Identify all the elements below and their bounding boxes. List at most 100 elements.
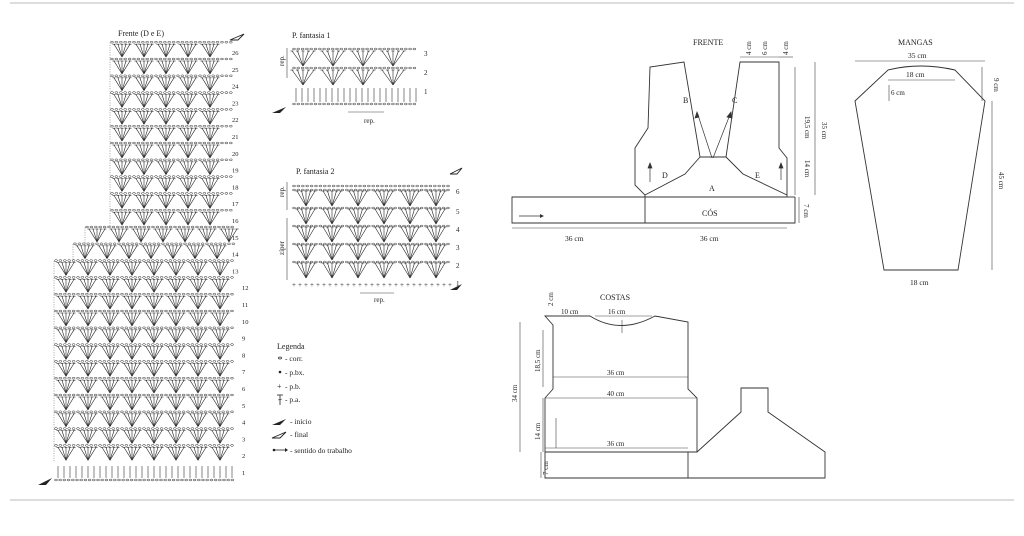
svg-text:+: + [316, 281, 320, 289]
end-marker-icon [229, 33, 245, 41]
fantasia1-rep-side-label: rep. [278, 55, 286, 66]
svg-text:+: + [298, 281, 302, 289]
svg-text:+: + [358, 281, 362, 289]
main-row-number: 6 [242, 386, 246, 393]
frente-letter-d: D [662, 171, 668, 180]
svg-text:14 cm: 14 cm [534, 422, 542, 440]
svg-text:36 cm: 36 cm [607, 440, 625, 448]
svg-text:+: + [310, 281, 314, 289]
svg-text:+: + [388, 281, 392, 289]
costas-title: COSTAS [600, 293, 630, 302]
main-row-number: 7 [242, 369, 246, 376]
fantasia1-title: P. fantasia 1 [292, 31, 330, 40]
svg-text:45 cm: 45 cm [997, 172, 1005, 190]
svg-text:+: + [292, 281, 296, 289]
svg-text:+: + [418, 281, 422, 289]
svg-text:4 cm: 4 cm [782, 41, 790, 55]
main-row-number: 4 [242, 420, 246, 427]
frente-letter-e: E [755, 171, 760, 180]
svg-text:36 cm: 36 cm [700, 234, 719, 243]
main-row-number: 15 [232, 235, 239, 242]
legend-start-icon [272, 419, 286, 425]
fantasia1-rep-bottom-label: rep. [364, 117, 375, 125]
main-row-number: 8 [242, 352, 245, 359]
frente-de-title: Frente (D e E) [118, 29, 164, 38]
svg-text:+: + [430, 281, 434, 289]
svg-text:+: + [412, 281, 416, 289]
main-row-number: 13 [232, 268, 239, 275]
costas-schematic: COSTAS 10 cm 16 cm 2 cm 36 cm 40 cm 36 c… [511, 292, 826, 479]
svg-text:3: 3 [424, 50, 428, 58]
main-row-number: 1 [242, 470, 245, 477]
svg-text:+: + [328, 281, 332, 289]
svg-text:36 cm: 36 cm [607, 369, 625, 377]
svg-text:- p.b.: - p.b. [285, 382, 301, 391]
legend-title: Legenda [277, 342, 305, 351]
svg-text:7 cm: 7 cm [802, 204, 810, 218]
svg-text:+: + [406, 281, 410, 289]
main-row-number: 24 [232, 84, 239, 91]
svg-text:- corr.: - corr. [285, 354, 303, 363]
main-row-number: 17 [232, 201, 239, 208]
mangas-schematic: MANGAS 35 cm 18 cm 9 cm 6 cm 45 cm 18 cm [854, 38, 1005, 287]
svg-text:+: + [442, 281, 446, 289]
svg-text:+: + [400, 281, 404, 289]
frente-letter-b: B [683, 96, 688, 105]
fantasia2-end-icon [449, 167, 463, 175]
svg-text:+: + [346, 281, 350, 289]
legend-end-icon [271, 431, 287, 439]
svg-text:2: 2 [456, 262, 460, 270]
svg-text:3: 3 [456, 244, 460, 252]
svg-text:18,5 cm: 18,5 cm [534, 349, 542, 372]
svg-text:+: + [382, 281, 386, 289]
fantasia1-start-icon [272, 107, 286, 113]
svg-text:+: + [394, 281, 398, 289]
svg-text:40 cm: 40 cm [607, 390, 625, 398]
main-row-number: 20 [232, 151, 239, 158]
svg-text:+: + [448, 281, 452, 289]
svg-text:+: + [322, 281, 326, 289]
svg-text:- p.bx.: - p.bx. [285, 368, 304, 377]
main-row-number: 9 [242, 336, 245, 343]
svg-text:+: + [334, 281, 338, 289]
main-row-number: 3 [242, 436, 245, 443]
frente-title: FRENTE [693, 38, 723, 47]
svg-text:+: + [364, 281, 368, 289]
mangas-title: MANGAS [898, 38, 933, 47]
svg-text:1: 1 [456, 280, 460, 288]
main-row-number: 22 [232, 117, 239, 124]
svg-text:18 cm: 18 cm [910, 278, 929, 287]
legend-sc-icon: + [277, 382, 282, 391]
legend-direction-icon [272, 448, 288, 452]
svg-text:16 cm: 16 cm [608, 308, 626, 316]
svg-text:- final: - final [290, 430, 308, 439]
svg-text:+: + [352, 281, 356, 289]
main-row-number: 23 [232, 100, 239, 107]
svg-text:14 cm: 14 cm [803, 160, 811, 178]
svg-text:5: 5 [456, 208, 460, 216]
main-row-number: 18 [232, 184, 239, 191]
svg-text:4: 4 [456, 226, 460, 234]
svg-text:19,5 cm: 19,5 cm [803, 116, 811, 139]
svg-text:+: + [370, 281, 374, 289]
svg-text:+: + [304, 281, 308, 289]
svg-text:+: + [340, 281, 344, 289]
svg-text:36 cm: 36 cm [565, 234, 584, 243]
fantasia2-start-icon [450, 284, 462, 290]
svg-text:- início: - início [290, 417, 312, 426]
legend-dc-icon [277, 394, 283, 405]
legend-slip-icon [278, 370, 282, 374]
svg-text:10 cm: 10 cm [561, 308, 579, 316]
fantasia2-chart: +++++++++++++++++++++++++++ [292, 184, 452, 289]
frente-letter-a: A [709, 184, 715, 193]
main-row-number: 11 [242, 302, 248, 309]
svg-text:6 cm: 6 cm [761, 41, 769, 55]
fantasia2-title: P. fantasia 2 [296, 167, 334, 176]
svg-text:- sentido do trabalho: - sentido do trabalho [290, 446, 352, 455]
main-row-number: 19 [232, 168, 239, 175]
svg-text:34 cm: 34 cm [511, 384, 519, 402]
fantasia2-rep-side-label: rep. [278, 186, 286, 197]
legend-chain-icon [278, 356, 282, 360]
svg-text:1: 1 [424, 88, 428, 96]
